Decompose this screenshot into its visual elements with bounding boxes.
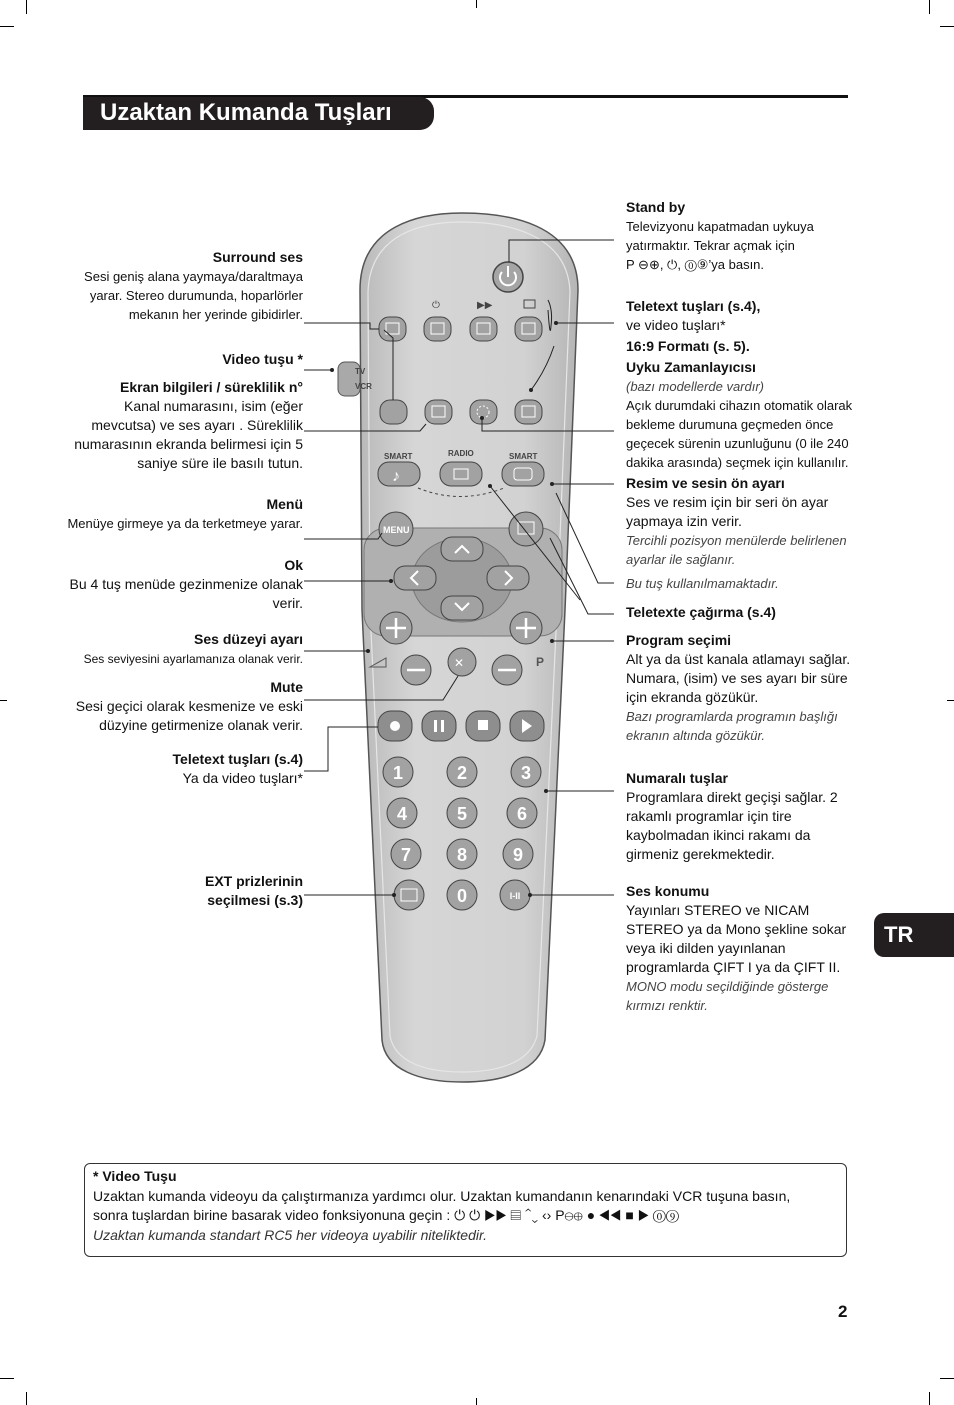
digit-3-button (510, 756, 542, 788)
forward-icon: ▶▶ (477, 300, 493, 311)
digit-8-button (446, 838, 478, 870)
label-program: Program seçimi Alt ya da üst kanala atla… (626, 632, 851, 743)
label-display-info: Ekran bilgileri / süreklilik n°Kanal num… (74, 379, 303, 471)
video-key-symbols: ⏻ ⏻ ▶▶ ▤ ⌃⌄ ‹› (454, 1207, 556, 1223)
volume-icon (368, 657, 387, 668)
svg-text:0: 0 (457, 886, 467, 906)
tv-vcr-side-button (337, 361, 361, 397)
label-format: 16:9 Formatı (s. 5). (626, 338, 750, 354)
digit-2-button (446, 756, 478, 788)
language-tab: TR (874, 913, 954, 957)
pause-button (421, 710, 457, 742)
digit-0-button (446, 879, 478, 911)
surround-sound-button (379, 399, 408, 425)
ext-source-button (393, 879, 425, 911)
crop-mark (0, 700, 7, 701)
smart-picture-button (501, 461, 545, 487)
label-sleep: Uyku Zamanlayıcısı (bazı modellerde vard… (626, 359, 853, 470)
video-key-symbols-2: ⊖⊕ ● ◀◀ ■ ▶ ⓪⑨ (564, 1207, 679, 1223)
label-sound-mode: Ses konumu Yayınları STEREO ve NICAM STE… (626, 883, 847, 1013)
remote-diagram: TV VCR ⏻ ▶▶ SMART RADIO SMART ♪ MEN (304, 212, 614, 1083)
mute-button (447, 647, 477, 677)
power-icon (499, 271, 517, 287)
svg-text:1: 1 (393, 763, 403, 783)
digit-5-button (446, 797, 478, 829)
svg-text:9: 9 (513, 845, 523, 865)
label-teletext-left: Teletext tuşları (s.4)Ya da video tuşlar… (172, 751, 303, 786)
sleep-timer-button (469, 399, 498, 425)
info-button (423, 316, 452, 342)
music-note-icon: ♪ (392, 468, 400, 485)
video-note-box (84, 1163, 847, 1257)
crop-mark (929, 0, 930, 14)
crop-mark (26, 1392, 27, 1405)
page-title: Uzaktan Kumanda Tuşları (100, 99, 392, 126)
digit-1-button (382, 756, 414, 788)
crop-mark (0, 1378, 14, 1379)
label-teletext-right: Teletext tuşları (s.4),ve video tuşları* (626, 298, 761, 333)
svg-text:5: 5 (457, 804, 467, 824)
clock-icon: ⏻ (432, 300, 440, 311)
i-ii-label: I-II (510, 891, 521, 901)
smart-sound-button (377, 461, 421, 487)
crop-mark (947, 700, 954, 701)
crop-mark (940, 26, 954, 27)
teletext-reveal-button (514, 316, 543, 342)
svg-text:8: 8 (457, 845, 467, 865)
crop-mark (940, 1378, 954, 1379)
video-note: * Video Tuşu Uzaktan kumanda videoyu da … (93, 1168, 791, 1243)
digit-4-button (386, 797, 418, 829)
teletext-icon (523, 299, 536, 309)
format-button (514, 399, 543, 425)
svg-text:2: 2 (457, 763, 467, 783)
svg-text:3: 3 (521, 763, 531, 783)
teletext-video-button (469, 316, 498, 342)
crop-mark (476, 1398, 477, 1405)
crop-mark (929, 1392, 930, 1405)
smart-picture-label: SMART (509, 452, 538, 461)
crop-mark (26, 0, 27, 14)
label-standby: Stand by Televizyonu kapatmadan uykuya y… (626, 199, 814, 272)
svg-text:7: 7 (401, 845, 411, 865)
svg-text:6: 6 (517, 804, 527, 824)
vcr-label: VCR (355, 382, 372, 391)
right-callout-lines (481, 239, 614, 896)
radio-label: RADIO (448, 449, 474, 458)
svg-text:4: 4 (397, 804, 407, 824)
cursor-up-button (440, 536, 484, 562)
digit-7-button (390, 838, 422, 870)
cursor-left-button (393, 565, 437, 591)
header-pill (83, 97, 434, 130)
digit-6-button (506, 797, 538, 829)
menu-button (378, 511, 414, 547)
row2-buttons (379, 399, 543, 425)
display-button (424, 399, 453, 425)
mute-icon: ✕ (454, 656, 464, 670)
row1-buttons (378, 316, 543, 342)
label-unused: Bu tuş kullanılmamaktadır. (626, 576, 779, 591)
cursor-down-button (440, 595, 484, 621)
label-preset: Resim ve sesin ön ayarı Ses ve resim içi… (626, 475, 847, 567)
radio-button (439, 461, 483, 487)
crop-mark (476, 0, 477, 8)
menu-label: MENU (383, 525, 410, 535)
left-callout-lines (304, 322, 459, 896)
tv-label: TV (355, 367, 366, 376)
label-call-teletext: Teletexte çağırma (s.4) (626, 604, 776, 620)
cursor-right-button (486, 565, 530, 591)
page-number: 2 (838, 1302, 848, 1321)
header-rule (83, 95, 848, 98)
smart-sound-label: SMART (384, 452, 413, 461)
label-video-key: Video tuşu * (222, 351, 303, 367)
digit-9-button (502, 838, 534, 870)
p-label: P (536, 655, 544, 669)
crop-mark (0, 26, 14, 27)
